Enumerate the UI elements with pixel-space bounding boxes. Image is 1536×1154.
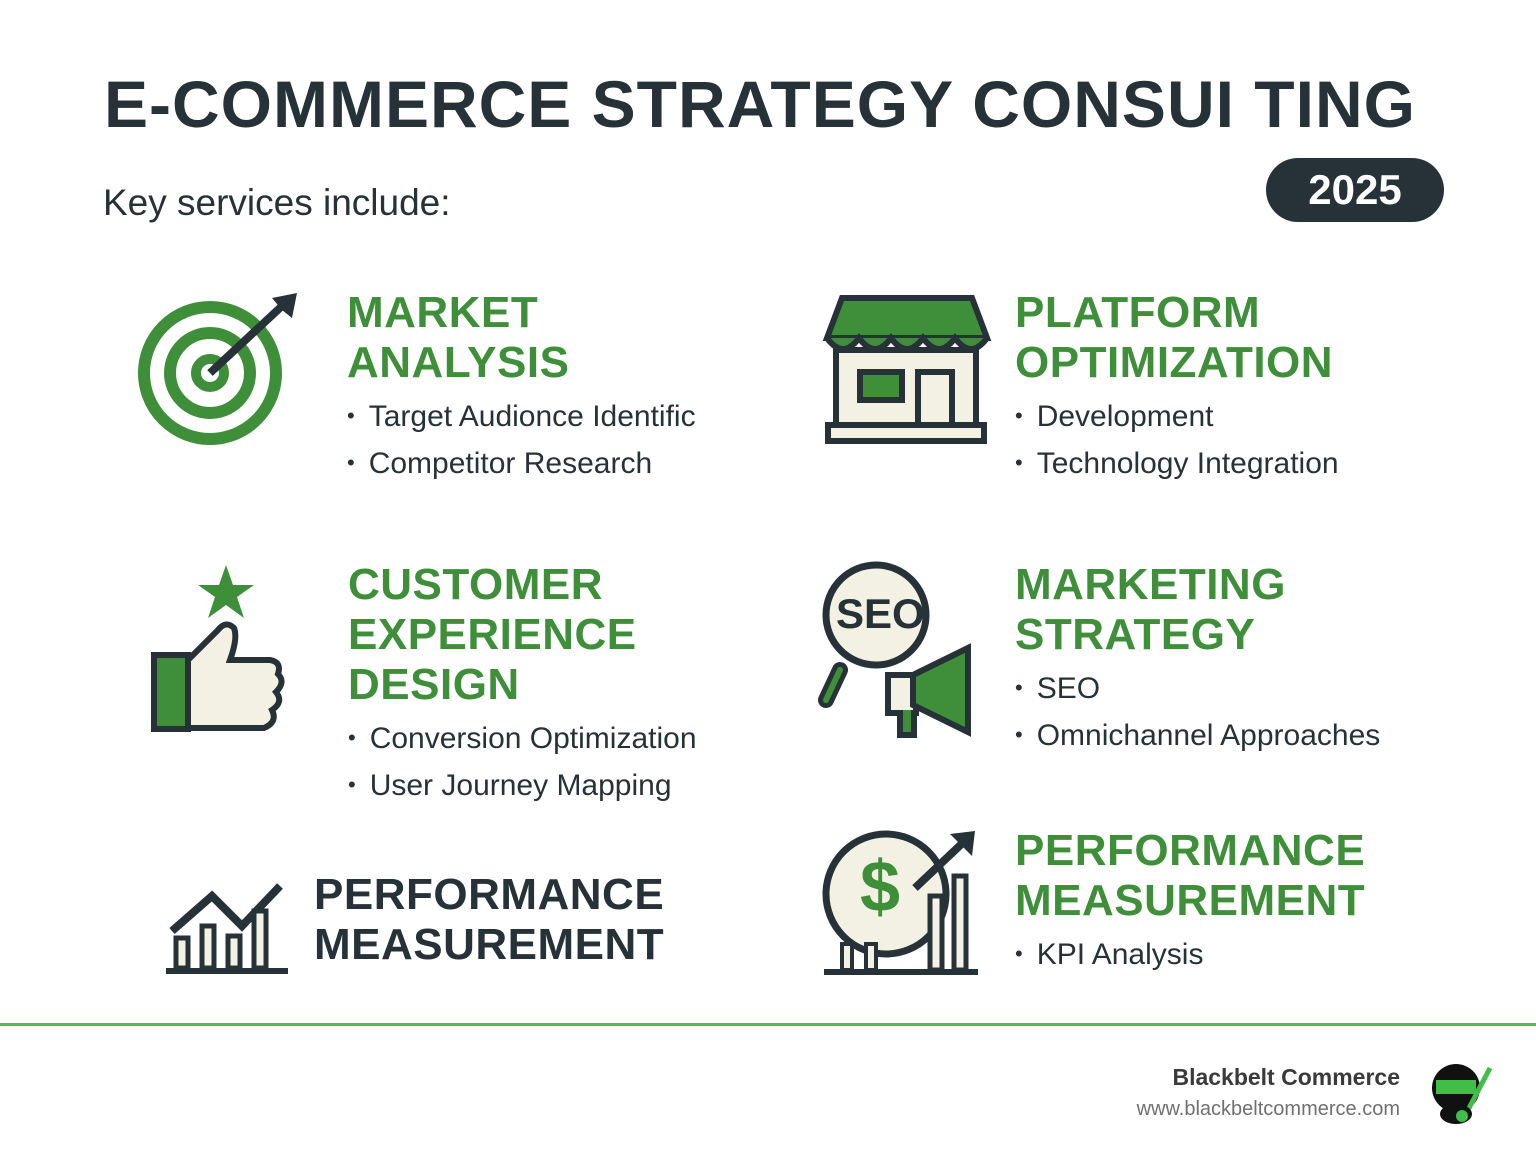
target-icon [138, 293, 297, 445]
thumbs-up-star-icon [151, 565, 285, 732]
heading-line: EXPERIENCE [348, 610, 637, 659]
seo-megaphone-icon: SEO [818, 560, 993, 745]
heading-line: MARKET [347, 288, 539, 337]
bar-chart-icon [166, 883, 288, 974]
heading-line: ANALYSIS [347, 338, 570, 387]
dollar-growth-icon: $ [820, 826, 985, 978]
heading-line: MEASUREMENT [314, 920, 665, 969]
heading-line: MEASUREMENT [1015, 876, 1366, 925]
heading-line: CUSTOMER [348, 560, 603, 609]
bullet-item: Competitor Research [347, 441, 696, 488]
heading-line: PERFORMANCE [1015, 826, 1366, 875]
brand-url[interactable]: www.blackbeltcommerce.com [1136, 1098, 1400, 1120]
storefront-icon [822, 295, 992, 444]
heading-line: DESIGN [348, 660, 520, 709]
bullet-item: SEO [1015, 666, 1380, 713]
footer-divider [0, 1023, 1536, 1026]
bullet-item: Target Audionce Identific [347, 394, 696, 441]
heading-line: MARKETING [1015, 560, 1286, 609]
bullet-item: KPI Analysis [1015, 932, 1365, 979]
year-badge: 2025 [1266, 158, 1444, 222]
subtitle: Key services include: [103, 182, 451, 223]
bullet-item: Conversion Optimization [348, 716, 697, 763]
heading-line: PLATFORM [1015, 288, 1261, 337]
dollar-sign: $ [860, 847, 901, 927]
heading-line: STRATEGY [1015, 610, 1256, 659]
heading-line: OPTIMIZATION [1015, 338, 1334, 387]
ninja-logo-icon [1432, 1064, 1493, 1124]
seo-label: SEO [836, 590, 925, 637]
bullet-item: Development [1015, 394, 1339, 441]
bullet-item: User Journey Mapping [348, 763, 697, 810]
bullet-item: Technology Integration [1015, 441, 1339, 488]
brand-name: Blackbelt Commerce [1172, 1064, 1400, 1090]
page-title: E-COMMERCE STRATEGY CONSUI TING [104, 67, 1416, 141]
bullet-item: Omnichannel Approaches [1015, 713, 1381, 760]
heading-line: PERFORMANCE [314, 870, 665, 919]
